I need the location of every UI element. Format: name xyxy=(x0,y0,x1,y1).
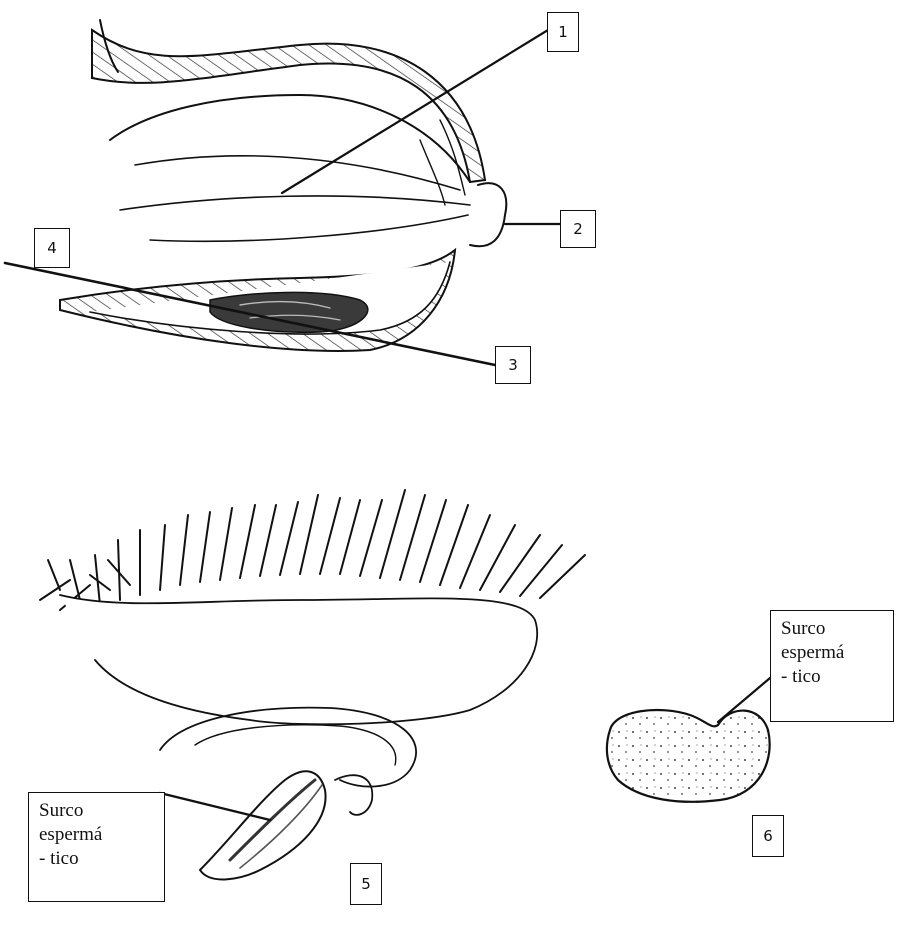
callout-number-4: 4 xyxy=(47,239,57,257)
bean-seed-outline xyxy=(607,710,770,802)
bean-seed-figure xyxy=(607,678,770,802)
callout-number-6: 6 xyxy=(763,827,773,845)
callout-box-6: 6 xyxy=(752,815,784,857)
hilum-bump xyxy=(470,183,506,246)
callout-box-3: 3 xyxy=(495,346,531,384)
sulcus-left-line-2: espermá xyxy=(39,823,154,847)
sulcus-left-line-1: Surco xyxy=(39,799,154,823)
aril-fringe xyxy=(40,490,585,610)
callout-number-5: 5 xyxy=(361,875,371,893)
sulcus-right-line-3: - tico xyxy=(781,665,883,689)
seed-section-figure xyxy=(5,20,560,365)
callout-number-1: 1 xyxy=(558,23,568,41)
sulcus-right-line-1: Surco xyxy=(781,617,883,641)
callout-number-3: 3 xyxy=(508,356,518,374)
callout-box-4: 4 xyxy=(34,228,70,268)
leader-line-sulcus-left xyxy=(160,793,270,820)
callout-box-1: 1 xyxy=(547,12,579,52)
sulcus-label-left: Surco espermá - tico xyxy=(28,792,165,902)
callout-box-5: 5 xyxy=(350,863,382,905)
callout-box-2: 2 xyxy=(560,210,596,248)
callout-number-2: 2 xyxy=(573,220,583,238)
sulcus-right-line-2: espermá xyxy=(781,641,883,665)
seed-body xyxy=(60,595,537,724)
sulcus-left-line-3: - tico xyxy=(39,847,154,871)
sulcus-label-right: Surco espermá - tico xyxy=(770,610,894,722)
